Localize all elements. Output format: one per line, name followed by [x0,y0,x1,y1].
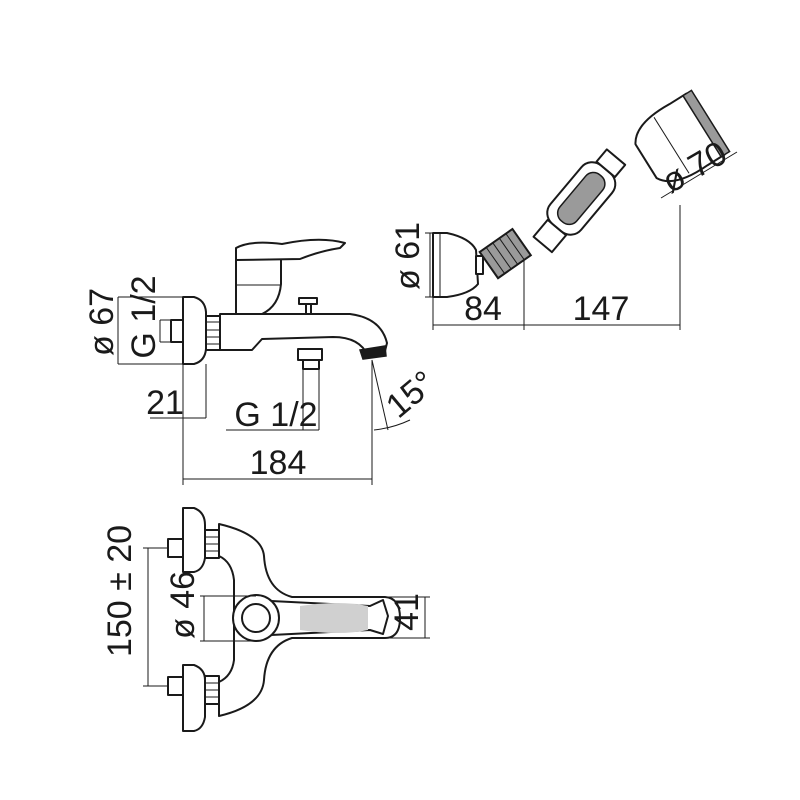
lower-connector [167,676,184,696]
swivel-connector [478,227,533,280]
dim-body-diameter: ø 46 [164,571,202,639]
head-neck [595,148,627,179]
dim-centre-distance: 150 ± 20 [101,525,139,657]
upper-escutcheon [182,507,206,573]
dim-lever-width: 41 [388,593,426,631]
dim-side-thread: G 1/2 [125,275,163,358]
hose-outlet-nut [297,348,323,361]
dim-wall-offset: 21 [146,384,184,422]
lever-handle [235,238,346,261]
wall-escutcheon [182,296,207,365]
diverter-stem [305,303,312,315]
upper-connector [167,538,184,558]
mixer-side-view [170,238,388,370]
wall-holder [432,232,479,298]
connector-stub [170,319,184,343]
handshower-dimensions [425,151,738,330]
dim-handshower-length: 147 [573,290,630,328]
shower-face [681,89,731,158]
handle-inlay [556,171,606,226]
handshower-view [432,89,731,298]
dim-outlet-thread: G 1/2 [234,396,317,434]
top-view-dimensions [143,547,430,687]
spout-outlet [359,345,387,360]
dim-total-length: 184 [250,444,307,482]
lower-escutcheon [182,664,206,732]
dim-spout-angle: 15° [379,363,443,425]
holder-pin [475,255,484,275]
dim-side-diameter: ø 67 [83,288,121,356]
dim-holder-depth: 84 [464,290,502,328]
mixer-top-view [167,507,401,732]
dim-holder-diameter: ø 61 [389,222,427,290]
hex-nut [205,315,221,351]
hose-outlet-stub [302,359,320,370]
lever-shading [300,603,368,633]
side-view-dimensions [117,296,411,485]
cartridge-cap-inner [241,603,271,633]
